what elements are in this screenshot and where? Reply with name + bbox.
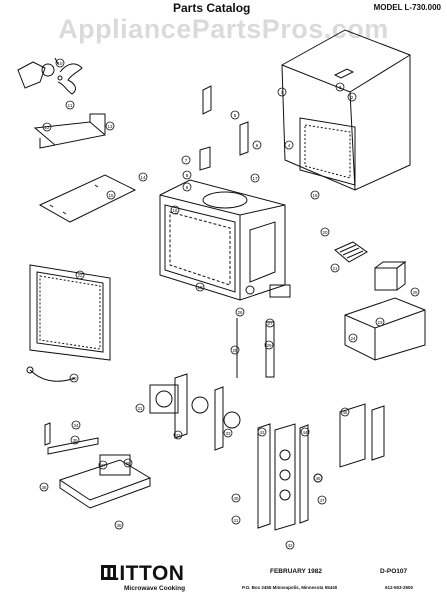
- side-bracket: [313, 403, 385, 483]
- callout-number: 42: [287, 543, 293, 548]
- cooling-vent: [334, 241, 368, 263]
- callout-number: 29: [266, 343, 272, 348]
- callout-number: 27: [267, 321, 273, 326]
- catalog-title: Parts Catalog: [173, 1, 251, 15]
- callout-number: 22: [77, 273, 83, 278]
- callout-number: 40: [233, 496, 239, 501]
- oven-cavity: [159, 179, 286, 301]
- rear-panel: [299, 117, 356, 186]
- brand-subtitle: Microwave Cooking: [124, 585, 186, 592]
- outer-cabinet: [281, 29, 411, 191]
- power-cord: [26, 366, 76, 382]
- callout-number: 33: [225, 431, 231, 436]
- capacitor-assembly: [236, 284, 291, 378]
- mounting-bracket: [33, 113, 107, 149]
- callout-number: 3: [339, 85, 342, 90]
- publication-date: FEBRUARY 1982: [270, 568, 323, 575]
- callout-number: 9: [186, 185, 189, 190]
- callout-number: 28: [232, 348, 238, 353]
- callout-number: 2: [351, 95, 354, 100]
- callout-number: 25: [412, 290, 418, 295]
- interlock-bracket: [199, 85, 249, 171]
- hinge-strip: [44, 422, 99, 455]
- company-phone: 612-553-2500: [385, 585, 414, 590]
- callout-number: 12: [44, 125, 50, 130]
- callout-number: 21: [332, 266, 338, 271]
- callout-number: 6: [256, 143, 259, 148]
- callout-number: 39: [116, 523, 122, 528]
- callout-number: 17: [252, 176, 258, 181]
- callout-number: 11: [68, 103, 73, 108]
- transformer: [374, 261, 407, 291]
- callout-number: 16: [172, 208, 178, 213]
- callout-number: 1: [281, 90, 284, 95]
- callout-number: 34: [73, 423, 79, 428]
- door-assembly: [29, 264, 111, 361]
- callout-number: 46: [315, 476, 321, 481]
- callout-number: 45: [342, 410, 348, 415]
- callout-number: 10: [57, 61, 63, 66]
- callout-number: 36: [41, 485, 47, 490]
- callout-number: 37: [100, 463, 106, 468]
- callout-number: 30: [71, 376, 77, 381]
- callout-number: 23: [377, 320, 383, 325]
- callout-number: 24: [350, 336, 356, 341]
- magnetron: [149, 373, 241, 451]
- company-address: P.O. Box 2455 Minneapolis, Minnesota 554…: [242, 585, 338, 590]
- callout-number: 32: [175, 433, 181, 438]
- callout-number: 44: [302, 430, 308, 435]
- callout-number: 7: [185, 158, 188, 163]
- electrical-box: [344, 297, 426, 361]
- fan-assembly: [17, 57, 83, 95]
- callout-number: 19: [312, 193, 318, 198]
- callout-number: 38: [125, 461, 131, 466]
- watermark: AppliancePartsPros.com: [58, 14, 389, 44]
- callout-number: 31: [137, 406, 143, 411]
- litton-logo-icon: [101, 565, 116, 580]
- callout-number: 14: [140, 175, 146, 180]
- catalog-footer: LITTON Microwave Cooking FEBRUARY 1982 D…: [0, 560, 447, 600]
- callout-number: 13: [107, 124, 113, 129]
- callout-number: 35: [72, 438, 78, 443]
- callout-number: 26: [237, 310, 243, 315]
- callout-number: 5: [234, 113, 237, 118]
- document-number: D-PO107: [380, 568, 408, 575]
- callout-number: 15: [108, 193, 114, 198]
- brand-name: LITTON: [106, 562, 185, 585]
- callout-number: 20: [322, 230, 328, 235]
- waveguide-plate: [38, 174, 137, 223]
- callout-number: 47: [319, 498, 325, 503]
- model-number: MODEL L-730.000: [373, 3, 441, 12]
- callout-number: 18: [197, 285, 203, 290]
- control-panel: [257, 423, 309, 531]
- parts-drawing: 1234567891011121314151617181920212223242…: [17, 29, 426, 550]
- callout-number: 4: [288, 143, 291, 148]
- callout-number: 41: [233, 518, 239, 523]
- base-tray: [58, 454, 152, 509]
- callout-number: 43: [259, 430, 265, 435]
- callout-number: 8: [186, 173, 189, 178]
